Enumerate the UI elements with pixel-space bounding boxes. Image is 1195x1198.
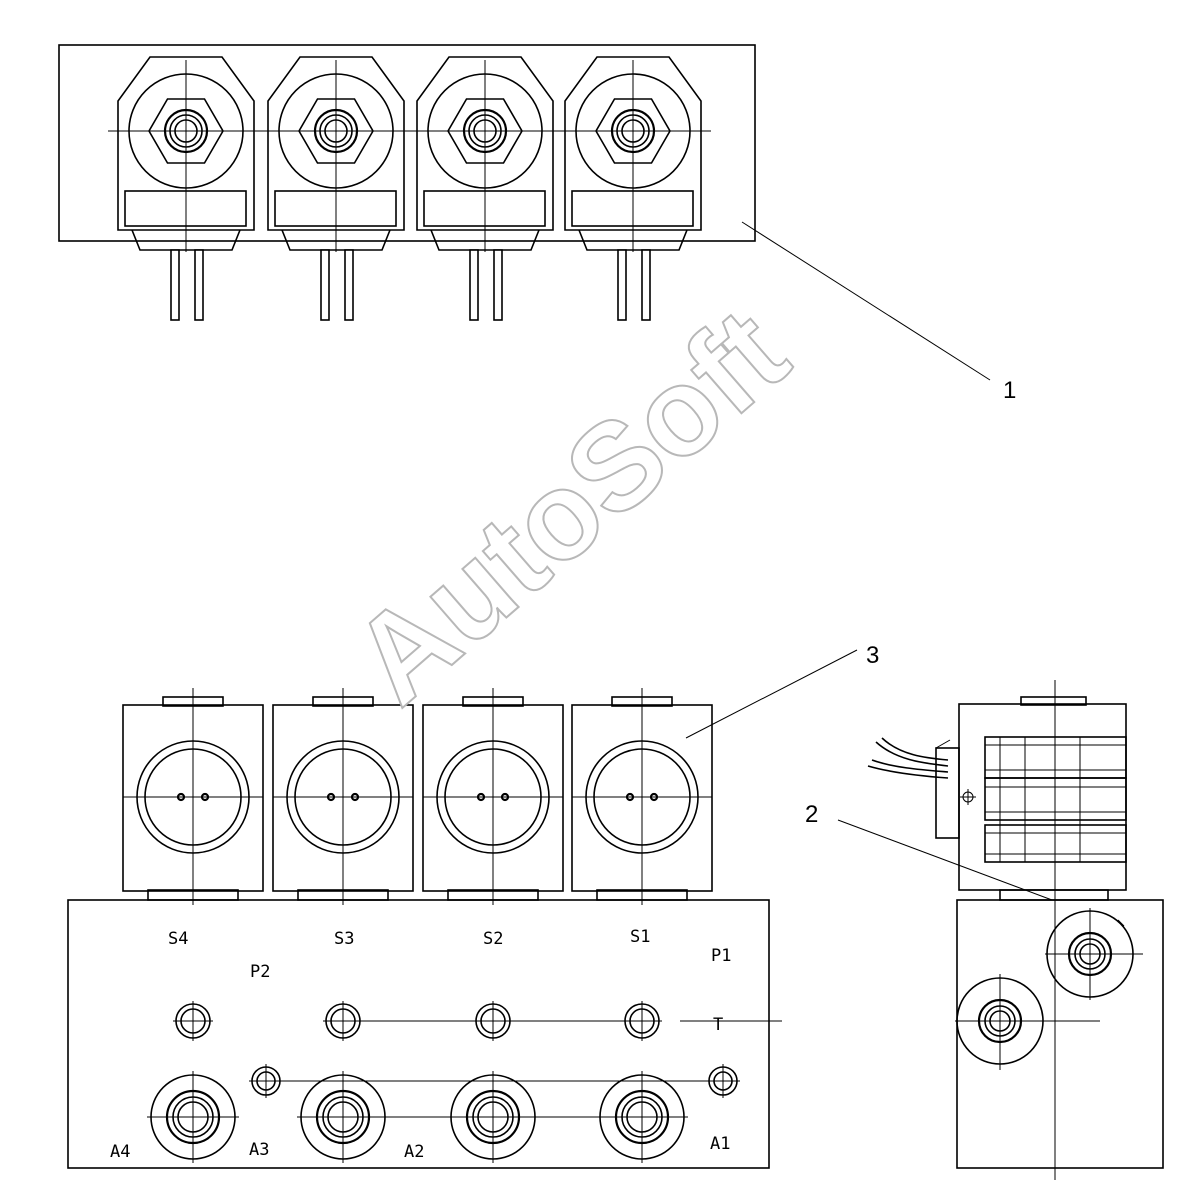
front-coil-3 — [422, 688, 564, 905]
tiny-port-2 — [706, 1064, 740, 1098]
port-label-p1: P1 — [711, 946, 731, 966]
callout-leader-1 — [741, 221, 991, 381]
side-view — [867, 680, 1164, 1180]
solenoid-label-s1: S1 — [630, 927, 650, 947]
top-view-coils — [108, 56, 711, 321]
solenoid-label-s4: S4 — [168, 929, 188, 949]
small-port-4 — [622, 1001, 662, 1041]
port-label-t: T — [713, 1015, 723, 1035]
small-port-3 — [473, 1001, 513, 1041]
watermark-autosoft: AutoSoft — [327, 283, 813, 731]
callout-3: 3 — [866, 642, 879, 669]
small-port-2 — [323, 1001, 363, 1041]
callout-leader-2 — [837, 819, 1053, 901]
callout-2: 2 — [805, 801, 818, 828]
port-label-a4: A4 — [110, 1142, 130, 1162]
callout-1: 1 — [1003, 377, 1016, 404]
large-port-1 — [147, 1071, 239, 1163]
large-port-4 — [596, 1071, 688, 1163]
large-port-2 — [297, 1071, 389, 1163]
front-view-ports — [147, 1001, 740, 1163]
port-label-a2: A2 — [404, 1142, 424, 1162]
top-coil-4 — [555, 56, 711, 321]
top-coil-2 — [258, 56, 414, 321]
port-label-a1: A1 — [710, 1134, 730, 1154]
top-coil-3 — [407, 56, 563, 321]
tiny-port-1 — [249, 1064, 283, 1098]
solenoid-label-s2: S2 — [483, 929, 503, 949]
small-port-1 — [173, 1001, 213, 1041]
port-label-p2: P2 — [250, 962, 270, 982]
solenoid-label-s3: S3 — [334, 929, 354, 949]
port-label-a3: A3 — [249, 1140, 269, 1160]
top-view-coil-block — [58, 44, 756, 242]
callout-leader-3 — [685, 649, 858, 739]
front-coil-1 — [122, 688, 264, 905]
large-port-3 — [447, 1071, 539, 1163]
front-view-coils — [122, 688, 713, 905]
front-coil-4 — [571, 688, 713, 905]
front-coil-2 — [272, 688, 414, 905]
top-coil-1 — [108, 56, 264, 321]
